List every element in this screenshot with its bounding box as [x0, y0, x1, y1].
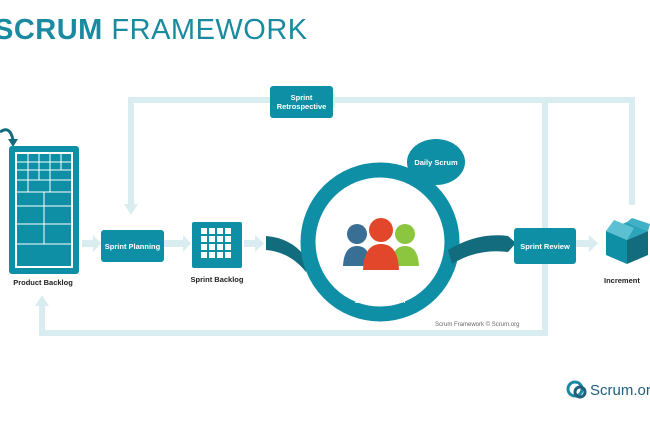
sprint-exit-swoosh: [448, 235, 516, 264]
planning-down-arrowhead: [124, 204, 138, 215]
arrow-review-to-increment: [576, 240, 590, 247]
scrum-team-label: 1 Scrum Team: [354, 296, 406, 305]
page-title: SCRUM FRAMEWORK: [0, 14, 308, 47]
curl-arrowhead: [8, 139, 18, 147]
sprint-cycle-inner: [316, 178, 444, 306]
scrum-org-brand[interactable]: Scrum.org: [590, 382, 650, 399]
title-bold: SCRUM: [0, 14, 103, 46]
arrowhead-3: [255, 235, 264, 252]
title-light: FRAMEWORK: [111, 14, 308, 46]
retrospective-top-line: [335, 97, 635, 205]
sprint-retrospective-node: Sprint Retrospective: [270, 86, 333, 118]
scrum-team-people-icon: [343, 218, 419, 270]
sprint-backlog-grid-icon: [192, 222, 242, 268]
arrowhead-4: [589, 235, 598, 252]
scrum-org-logo-icon: [566, 380, 587, 399]
product-backlog-label: Product Backlog: [13, 278, 73, 287]
retrospective-left-line: [128, 97, 270, 205]
arrowhead-2: [183, 235, 191, 252]
arrow-planning-to-sprint-backlog: [164, 240, 184, 247]
daily-scrum-node: Daily Scrum: [407, 139, 465, 185]
increment-label: Increment: [604, 276, 640, 285]
sprint-backlog-label: Sprint Backlog: [190, 275, 244, 284]
product-backlog-icon: [9, 146, 79, 274]
increment-box-icon: [606, 218, 650, 264]
arrow-backlog-to-planning: [82, 240, 94, 247]
sprint-planning-node: Sprint Planning: [101, 230, 164, 262]
copyright-text: Scrum Framework © Scrum.org: [435, 322, 520, 328]
product-backlog-up-arrowhead: [35, 295, 49, 306]
arrowhead-1: [93, 235, 101, 252]
arrow-sprint-backlog-to-sprint: [244, 240, 256, 247]
sprint-entry-swoosh: [266, 236, 306, 272]
product-backlog-curl-arrow: [0, 128, 15, 141]
sprint-review-node: Sprint Review: [514, 228, 576, 264]
sprint-cycle-ring: [300, 162, 460, 322]
feedback-bottom-line: [39, 264, 548, 336]
